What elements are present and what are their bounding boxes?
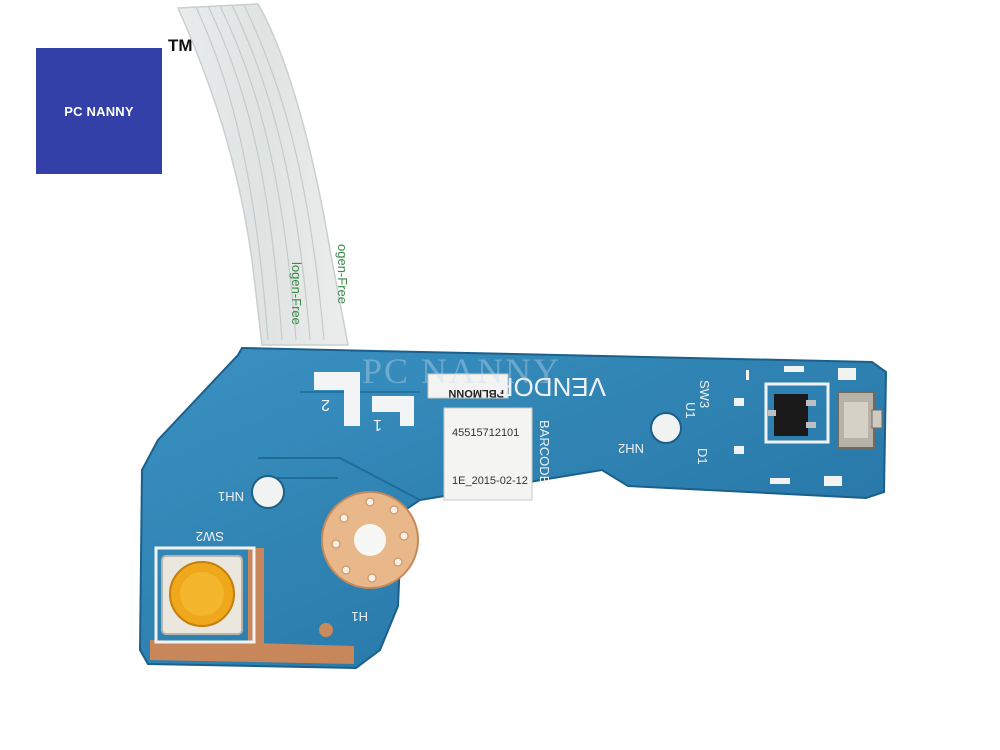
nh1-label: NH1: [218, 489, 244, 504]
ribbon-cable: logen-Free ogen-Free: [176, 3, 350, 346]
sw3-switch: [871, 409, 883, 429]
d1-label: D1: [695, 448, 710, 465]
pcb: 2 1 PBLMONN VENDOR 45515712101 1E_2015-0…: [138, 346, 888, 670]
cable-print-b: ogen-Free: [335, 244, 350, 304]
brand-logo: PC NANNY: [36, 48, 162, 174]
id-sticker-text: PBLMONN: [448, 387, 504, 399]
silk-mark-1: 1: [373, 416, 382, 433]
trademark-symbol: TM: [168, 36, 193, 55]
date-code: 1E_2015-02-12: [452, 475, 528, 487]
serial-number: 45515712101: [452, 427, 519, 439]
brand-logo-text: PC NANNY: [64, 103, 134, 119]
u1-chip: [774, 394, 808, 436]
silk-mark-2: 2: [321, 396, 330, 413]
h1-label: H1: [351, 609, 368, 624]
vendor-label: VENDOR: [495, 372, 606, 402]
u1-label: U1: [683, 402, 698, 419]
cable-print-a: logen-Free: [289, 262, 304, 325]
sw2-label: SW2: [196, 529, 224, 544]
nh2-label: NH2: [618, 441, 644, 456]
watermark-text: PC NANNY: [362, 351, 562, 391]
sw3-label: SW3: [697, 380, 712, 408]
barcode-caption: BARCODE: [537, 420, 552, 485]
